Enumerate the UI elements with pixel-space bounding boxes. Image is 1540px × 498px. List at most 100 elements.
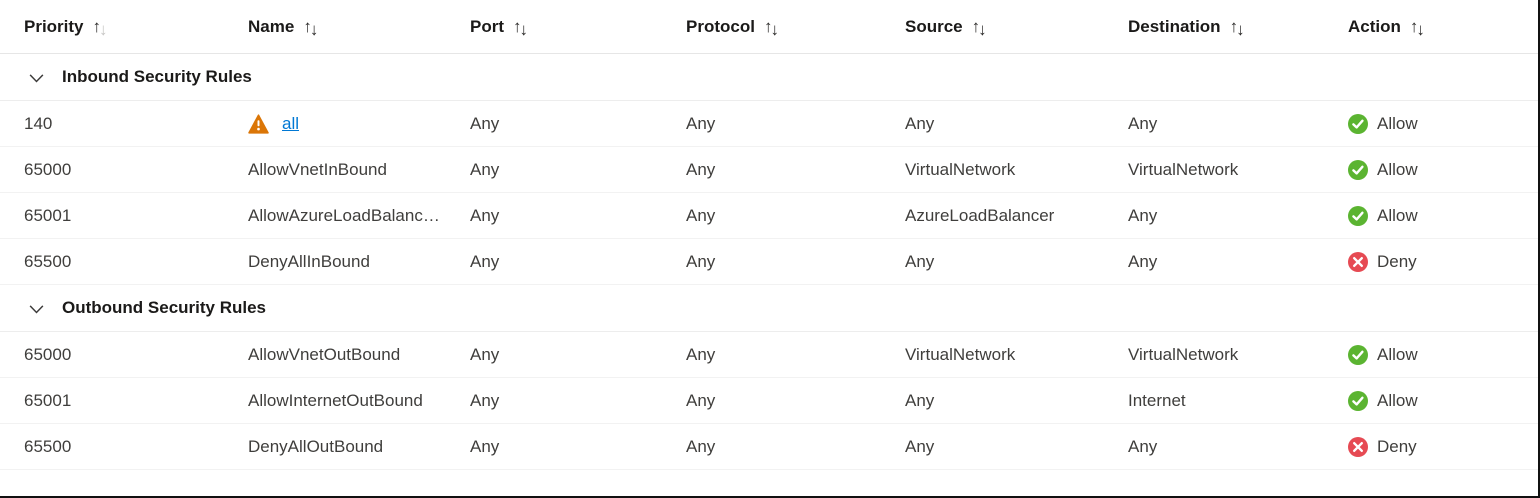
action-cell: Allow <box>1348 113 1538 134</box>
name-cell: DenyAllOutBound <box>248 436 384 456</box>
column-header-label: Priority <box>24 16 84 36</box>
protocol-cell: Any <box>686 159 716 179</box>
destination-cell: VirtualNetwork <box>1128 344 1239 364</box>
sort-ascending-icon: ↑ <box>1409 16 1418 36</box>
sort-descending-icon: ↓ <box>1416 19 1424 39</box>
green-check-circle-icon <box>1348 113 1368 134</box>
action-label: Allow <box>1377 205 1418 225</box>
action-cell: Deny <box>1348 436 1538 457</box>
table-row[interactable]: 65500 DenyAllOutBound Any Any Any Any De… <box>0 424 1538 470</box>
table-row[interactable]: 65000 AllowVnetInBound Any Any VirtualNe… <box>0 147 1538 193</box>
column-header-priority[interactable]: Priority ↑↓ <box>24 16 248 39</box>
priority-cell: 65001 <box>24 390 72 410</box>
sort-ascending-icon: ↑ <box>303 16 311 36</box>
action-cell: Allow <box>1348 205 1538 226</box>
column-header-label: Action <box>1348 16 1401 36</box>
protocol-cell: Any <box>686 436 716 456</box>
priority-cell: 65000 <box>24 159 72 179</box>
table-row[interactable]: 65000 AllowVnetOutBound Any Any VirtualN… <box>0 332 1538 378</box>
destination-cell: VirtualNetwork <box>1128 159 1239 179</box>
port-cell: Any <box>470 390 500 410</box>
column-header-action[interactable]: Action ↑↓ <box>1348 16 1538 39</box>
priority-cell: 65001 <box>24 205 72 225</box>
name-cell: DenyAllInBound <box>248 251 370 271</box>
source-cell: Any <box>905 436 935 456</box>
priority-cell: 65000 <box>24 344 72 364</box>
sort-icons: ↑↓ <box>92 16 108 39</box>
table-row[interactable]: 65001 AllowInternetOutBound Any Any Any … <box>0 378 1538 424</box>
sort-icons: ↑↓ <box>1409 16 1425 39</box>
sort-ascending-icon: ↑ <box>971 16 980 36</box>
action-label: Deny <box>1377 251 1417 271</box>
chevron-down-icon <box>28 70 45 87</box>
name-cell: AllowAzureLoadBalanc… <box>248 205 440 225</box>
port-cell: Any <box>470 436 500 456</box>
port-cell: Any <box>470 344 500 364</box>
protocol-cell: Any <box>686 390 716 410</box>
group-header-inbound[interactable]: Inbound Security Rules <box>0 54 1538 101</box>
sort-descending-icon: ↓ <box>1236 19 1244 39</box>
green-check-circle-icon <box>1348 159 1368 180</box>
table-header-row: Priority ↑↓ Name ↑↓ Port ↑↓ Protocol ↑↓ … <box>0 0 1538 54</box>
port-cell: Any <box>470 205 500 225</box>
table-row[interactable]: 65500 DenyAllInBound Any Any Any Any Den… <box>0 239 1538 285</box>
warning-triangle-icon <box>248 113 269 134</box>
name-cell: all <box>248 114 470 134</box>
column-header-label: Protocol <box>686 16 755 36</box>
name-cell: AllowVnetOutBound <box>248 344 401 364</box>
source-cell: AzureLoadBalancer <box>905 205 1055 225</box>
action-cell: Allow <box>1348 159 1538 180</box>
column-header-label: Port <box>470 16 504 36</box>
sort-descending-icon: ↓ <box>978 19 986 39</box>
protocol-cell: Any <box>686 344 716 364</box>
name-cell: AllowInternetOutBound <box>248 390 423 410</box>
source-cell: VirtualNetwork <box>905 344 1016 364</box>
sort-icons: ↑↓ <box>513 17 528 39</box>
source-cell: VirtualNetwork <box>905 159 1016 179</box>
priority-cell: 65500 <box>24 251 72 271</box>
protocol-cell: Any <box>686 251 716 271</box>
column-header-name[interactable]: Name ↑↓ <box>248 16 470 39</box>
sort-descending-icon: ↓ <box>519 19 528 39</box>
table-row[interactable]: 140 all Any Any Any Any Allow <box>0 101 1538 147</box>
source-cell: Any <box>905 113 935 133</box>
action-label: Allow <box>1377 159 1418 179</box>
port-cell: Any <box>470 251 500 271</box>
group-header-label: Inbound Security Rules <box>62 67 252 86</box>
column-header-label: Name <box>248 16 295 36</box>
name-cell: AllowVnetInBound <box>248 159 387 179</box>
column-header-destination[interactable]: Destination ↑↓ <box>1128 16 1348 39</box>
sort-icons: ↑↓ <box>971 16 987 39</box>
column-header-port[interactable]: Port ↑↓ <box>470 16 686 39</box>
protocol-cell: Any <box>686 205 716 225</box>
sort-ascending-icon: ↑ <box>763 16 772 36</box>
action-cell: Allow <box>1348 344 1538 365</box>
sort-descending-icon: ↓ <box>309 19 318 39</box>
destination-cell: Any <box>1128 113 1158 133</box>
sort-ascending-icon: ↑ <box>92 16 101 36</box>
destination-cell: Internet <box>1128 390 1186 410</box>
protocol-cell: Any <box>686 113 716 133</box>
group-header-outbound[interactable]: Outbound Security Rules <box>0 285 1538 332</box>
column-header-protocol[interactable]: Protocol ↑↓ <box>686 16 905 39</box>
column-header-source[interactable]: Source ↑↓ <box>905 16 1128 39</box>
action-cell: Allow <box>1348 390 1538 411</box>
source-cell: Any <box>905 390 935 410</box>
destination-cell: Any <box>1128 436 1158 456</box>
action-label: Deny <box>1377 436 1417 456</box>
green-check-circle-icon <box>1348 344 1368 365</box>
table-row[interactable]: 65001 AllowAzureLoadBalanc… Any Any Azur… <box>0 193 1538 239</box>
port-cell: Any <box>470 159 500 179</box>
action-label: Allow <box>1377 113 1418 133</box>
destination-cell: Any <box>1128 205 1158 225</box>
column-header-label: Destination <box>1128 16 1221 36</box>
sort-descending-icon: ↓ <box>99 19 107 39</box>
action-label: Allow <box>1377 390 1418 410</box>
port-cell: Any <box>470 113 500 133</box>
rule-name-link[interactable]: all <box>282 113 300 133</box>
green-check-circle-icon <box>1348 390 1368 411</box>
chevron-down-icon <box>28 301 45 318</box>
green-check-circle-icon <box>1348 205 1368 226</box>
group-header-label: Outbound Security Rules <box>62 298 267 317</box>
sort-icons: ↑↓ <box>763 16 779 39</box>
